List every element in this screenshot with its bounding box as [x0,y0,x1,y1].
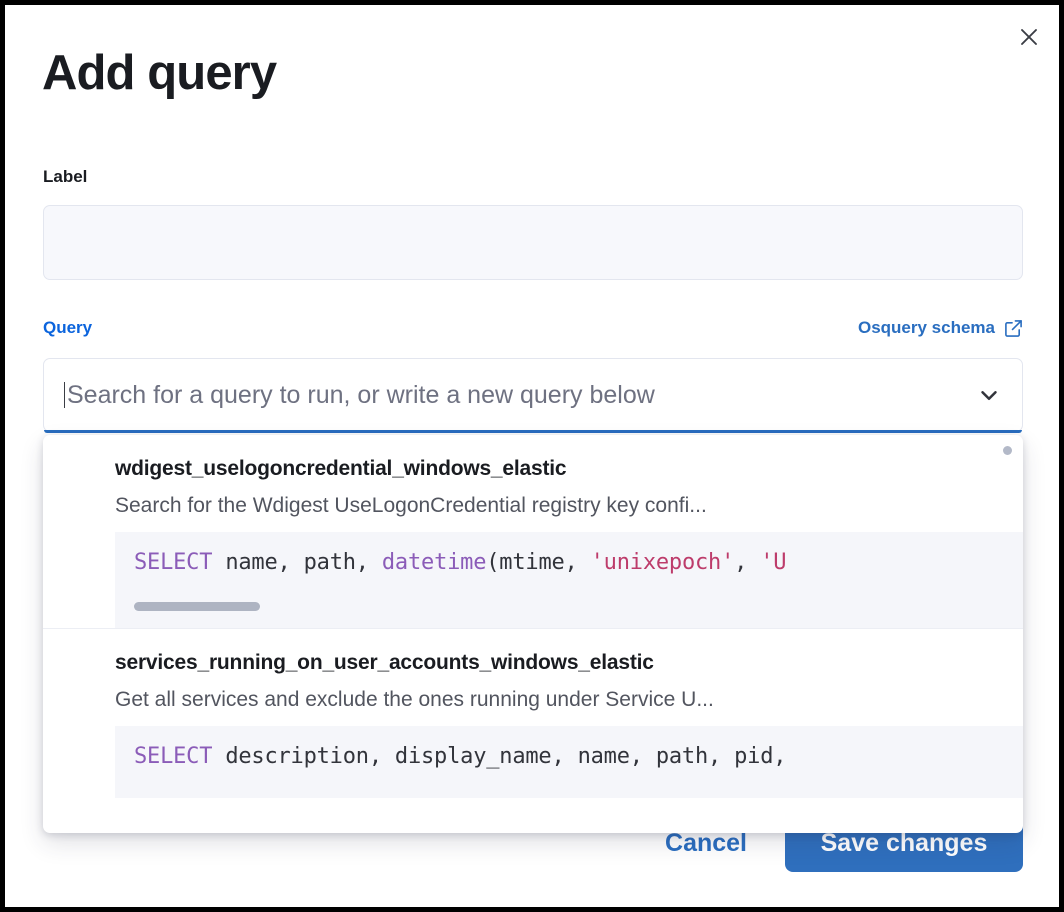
close-icon [1017,25,1041,49]
external-link-icon [1004,319,1023,338]
suggestion-title: services_running_on_user_accounts_window… [115,651,654,674]
label-field-label: Label [43,167,88,186]
scroll-indicator-dot[interactable] [1003,446,1012,455]
query-suggestions-dropdown[interactable]: wdigest_uselogoncredential_windows_elast… [43,435,1023,833]
page-title: Add query [42,46,277,100]
cancel-button[interactable]: Cancel [649,819,763,868]
osquery-schema-link[interactable]: Osquery schema [858,318,1023,338]
query-search-combobox[interactable]: Search for a query to run, or write a ne… [43,358,1023,433]
close-button[interactable] [1009,17,1049,57]
list-item[interactable]: wdigest_uselogoncredential_windows_elast… [43,435,1023,628]
horizontal-scrollbar[interactable] [134,602,260,611]
query-search-input-placeholder: Search for a query to run, or write a ne… [67,380,655,409]
suggestion-code-preview[interactable]: SELECT name, path, datetime(mtime, 'unix… [115,532,1023,628]
suggestion-description: Get all services and exclude the ones ru… [115,688,714,711]
text-caret [64,382,65,408]
add-query-modal: Add query Label Query Osquery schema Sea… [5,5,1059,907]
list-item[interactable]: services_running_on_user_accounts_window… [43,628,1023,798]
suggestion-description: Search for the Wdigest UseLogonCredentia… [115,494,707,517]
chevron-down-icon[interactable] [974,380,1004,410]
query-field-label: Query [43,318,93,337]
osquery-schema-link-label: Osquery schema [857,318,995,337]
sql-code-line: SELECT description, display_name, name, … [134,744,787,769]
suggestion-title: wdigest_uselogoncredential_windows_elast… [115,457,567,480]
label-input[interactable] [43,205,1023,280]
suggestion-code-preview[interactable]: SELECT description, display_name, name, … [115,726,1023,798]
sql-code-line: SELECT name, path, datetime(mtime, 'unix… [134,550,787,575]
